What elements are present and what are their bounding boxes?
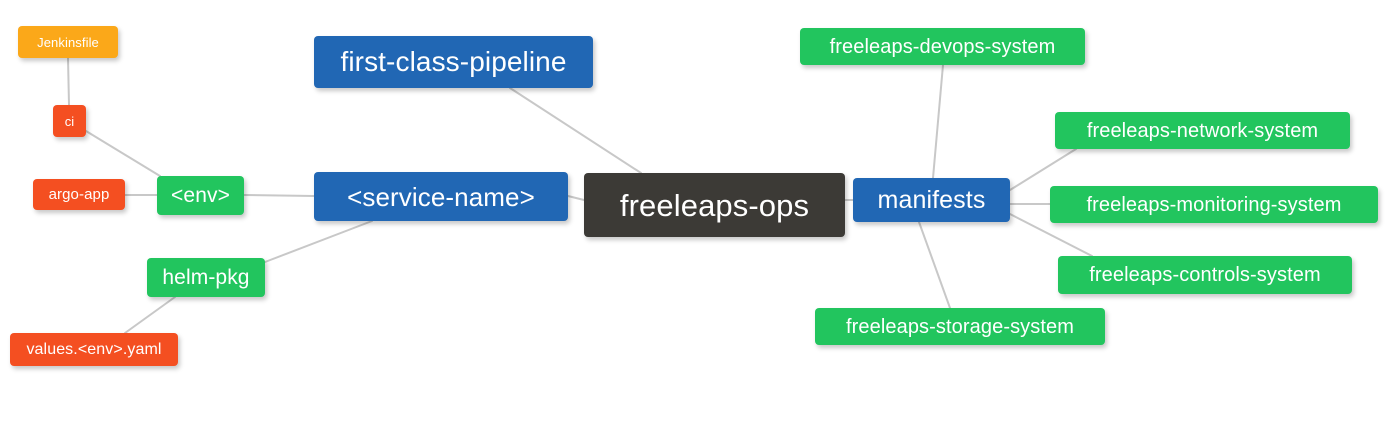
node-controls-system[interactable]: freeleaps-controls-system <box>1058 256 1352 294</box>
node-service-name[interactable]: <service-name> <box>314 172 568 221</box>
node-network-system[interactable]: freeleaps-network-system <box>1055 112 1350 149</box>
node-monitoring-system[interactable]: freeleaps-monitoring-system <box>1050 186 1378 223</box>
edge-ci-to-env <box>85 130 161 177</box>
edge-env-to-service-name <box>243 194 315 197</box>
node-first-class-pipeline[interactable]: first-class-pipeline <box>314 36 593 88</box>
node-argo-app[interactable]: argo-app <box>33 179 125 210</box>
edge-manifests-to-devops-system <box>932 64 944 179</box>
edge-jenkinsfile-to-ci <box>67 57 70 106</box>
node-values-yaml[interactable]: values.<env>.yaml <box>10 333 178 366</box>
node-manifests[interactable]: manifests <box>853 178 1010 222</box>
node-env[interactable]: <env> <box>157 176 244 215</box>
edge-manifests-to-storage-system <box>918 221 951 309</box>
edge-values-yaml-to-helm-pkg <box>124 296 176 334</box>
node-ci[interactable]: ci <box>53 105 86 137</box>
edge-helm-pkg-to-service-name <box>264 220 373 263</box>
node-helm-pkg[interactable]: helm-pkg <box>147 258 265 297</box>
node-freeleaps-ops[interactable]: freeleaps-ops <box>584 173 845 237</box>
node-devops-system[interactable]: freeleaps-devops-system <box>800 28 1085 65</box>
edge-service-name-to-freeleaps-ops <box>567 195 585 201</box>
edge-manifests-to-network-system <box>1009 148 1077 191</box>
node-jenkinsfile[interactable]: Jenkinsfile <box>18 26 118 58</box>
node-storage-system[interactable]: freeleaps-storage-system <box>815 308 1105 345</box>
edge-first-class-pipeline-to-freeleaps-ops <box>509 87 642 174</box>
